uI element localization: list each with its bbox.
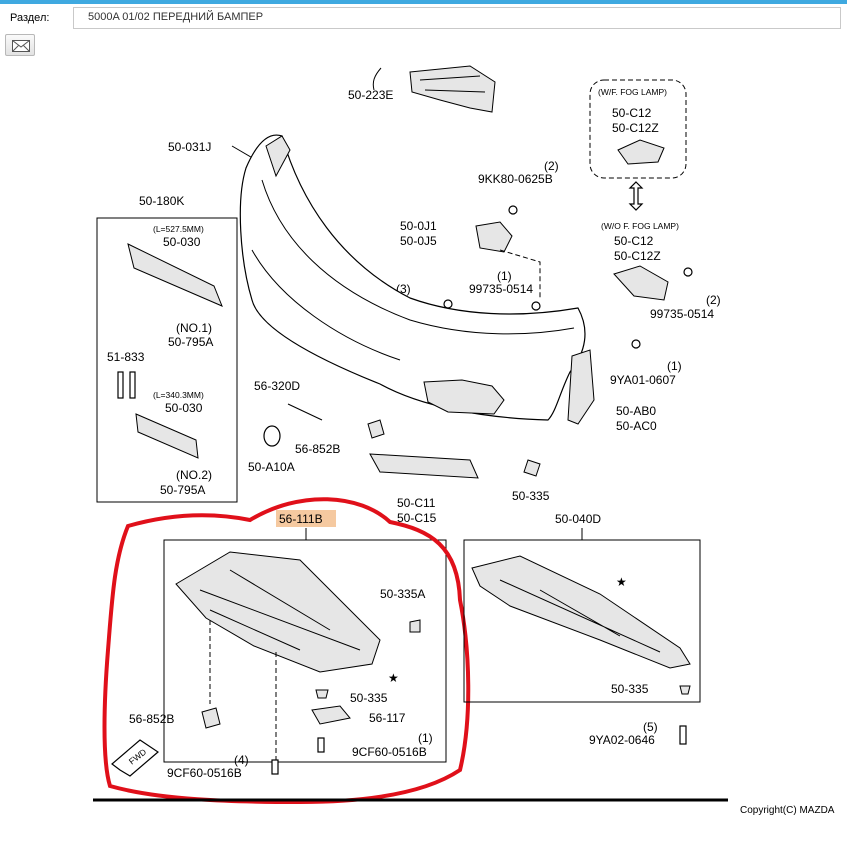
- star-mark-icon: ★: [616, 575, 627, 589]
- part-label[interactable]: 50-335: [512, 489, 550, 503]
- part-label[interactable]: 9CF60-0516B: [167, 766, 242, 780]
- fastener-icon: [129, 371, 136, 399]
- bolt-icon: [631, 339, 641, 349]
- highlight-marker: [276, 510, 336, 527]
- group-box-50-180K: [96, 217, 238, 503]
- star-mark-icon: ★: [388, 671, 399, 685]
- part-label[interactable]: 50-031J: [168, 140, 211, 154]
- note-label: (W/O F. FOG LAMP): [601, 221, 679, 231]
- dashed-leader: [209, 620, 277, 760]
- qty-label: (1): [667, 359, 682, 373]
- part-label[interactable]: 50-C12Z: [612, 121, 659, 135]
- part-label[interactable]: 9YA01-0607: [610, 373, 676, 387]
- qty-label: (1): [418, 731, 433, 745]
- part-label[interactable]: 50-335: [611, 682, 649, 696]
- note-label: (W/F. FOG LAMP): [598, 87, 667, 97]
- section-label: Раздел:: [10, 12, 50, 24]
- part-label[interactable]: 50-C12: [614, 234, 654, 248]
- part-label[interactable]: 51-833: [107, 350, 145, 364]
- part-label[interactable]: 99735-0514: [469, 282, 533, 296]
- fog-lamp-option-box: [589, 79, 687, 179]
- copyright: Copyright(C) MAZDA: [740, 805, 835, 816]
- part-label[interactable]: 50-795A: [160, 483, 205, 497]
- part-label[interactable]: 50-C12: [612, 106, 652, 120]
- screw-icon: [443, 299, 453, 309]
- clip-icon: [367, 419, 385, 439]
- part-label[interactable]: 50-040D: [555, 512, 601, 526]
- nut-icon: [679, 685, 691, 695]
- clip-icon: [201, 707, 221, 729]
- part-label[interactable]: 50-AB0: [616, 404, 656, 418]
- part-50-223E: [409, 65, 496, 113]
- dashed-leader: [499, 249, 541, 300]
- part-label-highlighted[interactable]: 56-111B: [279, 512, 323, 526]
- part-label[interactable]: 9YA02-0646: [589, 733, 655, 747]
- tow-hook-cap-icon: [263, 425, 281, 447]
- qty-label: (2): [706, 293, 721, 307]
- part-label[interactable]: 50-C15: [397, 511, 437, 525]
- top-accent-bar: [0, 0, 847, 4]
- part-label[interactable]: 50-C12Z: [614, 249, 661, 263]
- part-label[interactable]: 9KK80-0625B: [478, 172, 553, 186]
- note-label: (L=527.5MM): [153, 224, 204, 234]
- part-label[interactable]: 56-852B: [129, 712, 174, 726]
- fwd-arrow-icon: FWD: [111, 739, 159, 777]
- cable-part: [287, 403, 323, 421]
- part-label[interactable]: 50-795A: [168, 335, 213, 349]
- part-side-bracket: [567, 349, 595, 425]
- note-label: (NO.1): [176, 321, 212, 335]
- part-56-117: [311, 705, 351, 725]
- part-label[interactable]: 50-030: [165, 401, 203, 415]
- leader: [372, 67, 382, 91]
- note-label: (L=340.3MM): [153, 390, 204, 400]
- part-lower-cover: [471, 555, 691, 669]
- part-label[interactable]: 50-030: [163, 235, 201, 249]
- clip-icon: [409, 619, 421, 633]
- part-label[interactable]: 50-335: [350, 691, 388, 705]
- screw-icon: [531, 301, 541, 311]
- group-box-56-111B: [163, 539, 447, 763]
- part-label[interactable]: 50-223E: [348, 88, 393, 102]
- part-under-cover: [175, 551, 381, 673]
- bolt-icon: [679, 725, 687, 745]
- part-license-bracket-a: [127, 243, 223, 307]
- mail-button[interactable]: [5, 34, 35, 56]
- part-fog-bracket-b: [613, 265, 669, 301]
- annotation-circle: [102, 497, 471, 805]
- part-50-0J1: [475, 221, 513, 253]
- part-label[interactable]: 50-AC0: [616, 419, 657, 433]
- part-label[interactable]: 9CF60-0516B: [352, 745, 427, 759]
- part-fog-bracket-a: [617, 139, 665, 165]
- bolt-icon: [683, 267, 693, 277]
- bolt-icon: [508, 205, 518, 215]
- part-grille-50-C11: [369, 453, 479, 479]
- bolt-icon: [317, 737, 325, 753]
- section-field[interactable]: 5000A 01/02 ПЕРЕДНИЙ БАМПЕР: [73, 7, 841, 29]
- part-label[interactable]: 50-A10A: [248, 460, 295, 474]
- part-license-bracket-b: [135, 413, 199, 459]
- part-bumper-cover: [239, 134, 586, 421]
- part-label[interactable]: 99735-0514: [650, 307, 714, 321]
- nut-icon: [315, 689, 329, 699]
- part-label[interactable]: 56-117: [369, 711, 406, 725]
- fastener-icon: [117, 371, 124, 399]
- part-label[interactable]: 50-335A: [380, 587, 425, 601]
- qty-label: (5): [643, 720, 658, 734]
- part-label[interactable]: 56-320D: [254, 379, 300, 393]
- part-label[interactable]: 56-852B: [295, 442, 340, 456]
- group-box-50-040D: [463, 539, 701, 703]
- bolt-icon: [271, 759, 279, 775]
- qty-label: (2): [544, 159, 559, 173]
- part-label[interactable]: 50-0J1: [400, 219, 437, 233]
- nut-icon: [523, 459, 541, 477]
- part-label[interactable]: 50-C11: [397, 496, 436, 510]
- note-label: (NO.2): [176, 468, 212, 482]
- part-label[interactable]: 50-180K: [139, 194, 184, 208]
- double-arrow-icon: [628, 181, 644, 211]
- qty-label: (4): [234, 753, 249, 767]
- part-label[interactable]: 50-0J5: [400, 234, 437, 248]
- qty-label: (1): [497, 269, 512, 283]
- envelope-icon: [12, 40, 30, 52]
